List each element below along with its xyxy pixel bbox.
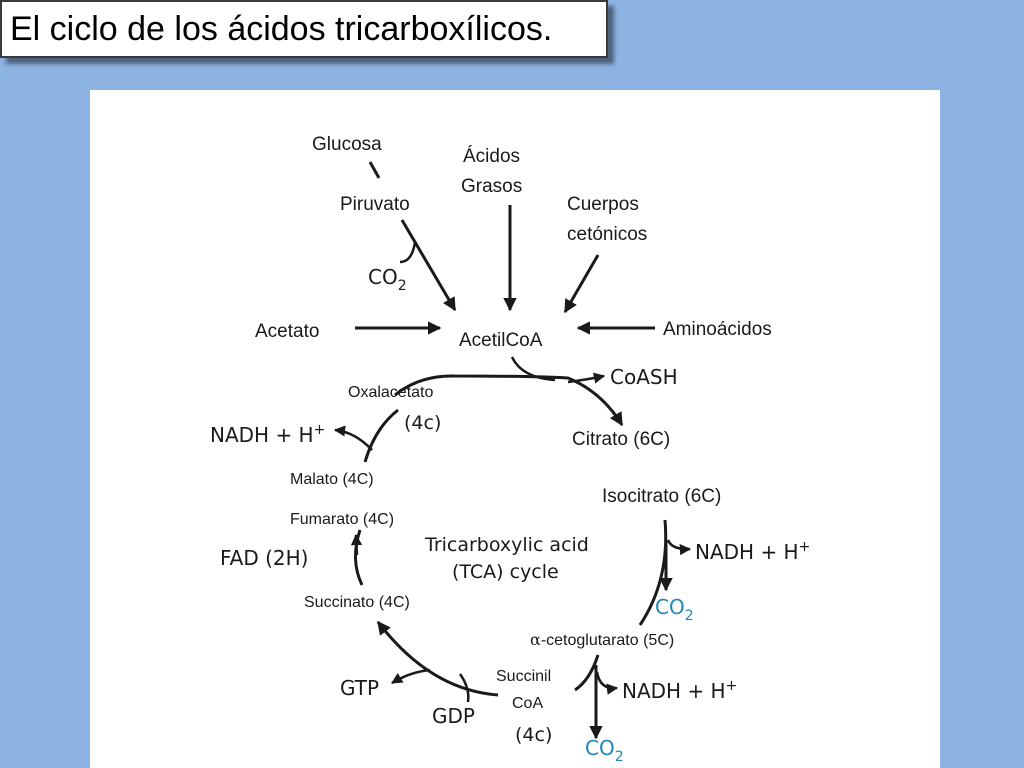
succinil-label-line2: CoA bbox=[512, 695, 543, 712]
piruvato-label: Piruvato bbox=[340, 194, 410, 215]
cuerpos-arrow bbox=[563, 254, 600, 314]
cycle-arc-succinil-succinato bbox=[376, 620, 499, 697]
cuerpos-label-line2: cetónicos bbox=[567, 224, 647, 245]
co2-blue1-label: CO2 bbox=[655, 595, 694, 624]
slide-title: El ciclo de los ácidos tricarboxílicos. bbox=[10, 10, 553, 48]
coash-exit-arc bbox=[567, 372, 606, 384]
tca-label-line2: (TCA) cycle bbox=[452, 561, 559, 583]
cycle-arc-malato-oxal bbox=[363, 408, 399, 463]
tca-cycle-diagram: Glucosa Ácidos Grasos Piruvato Cuerpos c… bbox=[210, 134, 810, 765]
coash-label: CoASH bbox=[610, 365, 678, 389]
succinil-4c-label: (4c) bbox=[515, 724, 552, 746]
glucosa-label: Glucosa bbox=[312, 134, 382, 155]
fad-arrow bbox=[350, 533, 363, 556]
co2-label: CO2 bbox=[368, 265, 407, 294]
gtp-arrow bbox=[391, 668, 431, 685]
aminoacidos-label: Aminoácidos bbox=[663, 319, 772, 340]
cuerpos-label-line1: Cuerpos bbox=[567, 194, 639, 215]
isocitrato-label: Isocitrato (6C) bbox=[602, 486, 721, 507]
diagram-panel: Glucosa Ácidos Grasos Piruvato Cuerpos c… bbox=[90, 90, 940, 768]
gdp-arc bbox=[458, 673, 470, 703]
nadh-right2-label: NADH + H+ bbox=[622, 678, 737, 703]
succinil-label-line1: Succinil bbox=[496, 668, 551, 685]
nadh-arrow-1 bbox=[666, 539, 692, 556]
oxalacetato-label: Oxalacetato bbox=[348, 384, 433, 401]
co2-blue2-label: CO2 bbox=[585, 736, 624, 765]
nadh-left-label: NADH + H+ bbox=[210, 422, 325, 447]
piruvato-arrow bbox=[400, 219, 457, 312]
malato-label: Malato (4C) bbox=[290, 471, 374, 488]
nadh-arrow-2 bbox=[595, 671, 619, 695]
glucosa-tick bbox=[368, 161, 381, 179]
acetilcoa-label: AcetilCoA bbox=[459, 330, 543, 351]
cetoglutarato-label: α-cetoglutarato (5C) bbox=[530, 630, 674, 649]
nadh-right1-label: NADH + H+ bbox=[695, 539, 810, 564]
citrato-label: Citrato (6C) bbox=[572, 429, 670, 450]
nadh-left-arrow bbox=[333, 425, 373, 451]
gdp-label: GDP bbox=[432, 704, 475, 728]
succinato-label: Succinato (4C) bbox=[304, 594, 410, 611]
tca-label-line1: Tricarboxylic acid bbox=[424, 534, 589, 556]
title-box: El ciclo de los ácidos tricarboxílicos. bbox=[0, 0, 608, 58]
acetilcoa-entry-arc bbox=[510, 356, 556, 382]
fumarato-label: Fumarato (4C) bbox=[290, 511, 394, 528]
cycle-arc-ceto-succinil bbox=[574, 654, 600, 692]
acidos-grasos-label-line2: Grasos bbox=[461, 176, 522, 197]
oxalacetato-4c-label: (4c) bbox=[404, 412, 441, 434]
gtp-label: GTP bbox=[340, 676, 379, 700]
fad-label: FAD (2H) bbox=[220, 546, 308, 570]
cycle-arc-oxal-citrato bbox=[394, 374, 624, 427]
cycle-arc-isocitrato-ceto bbox=[638, 519, 668, 626]
acetato-label: Acetato bbox=[255, 321, 319, 342]
acidos-grasos-label-line1: Ácidos bbox=[463, 146, 520, 167]
co2-branch-arrow bbox=[399, 241, 417, 264]
